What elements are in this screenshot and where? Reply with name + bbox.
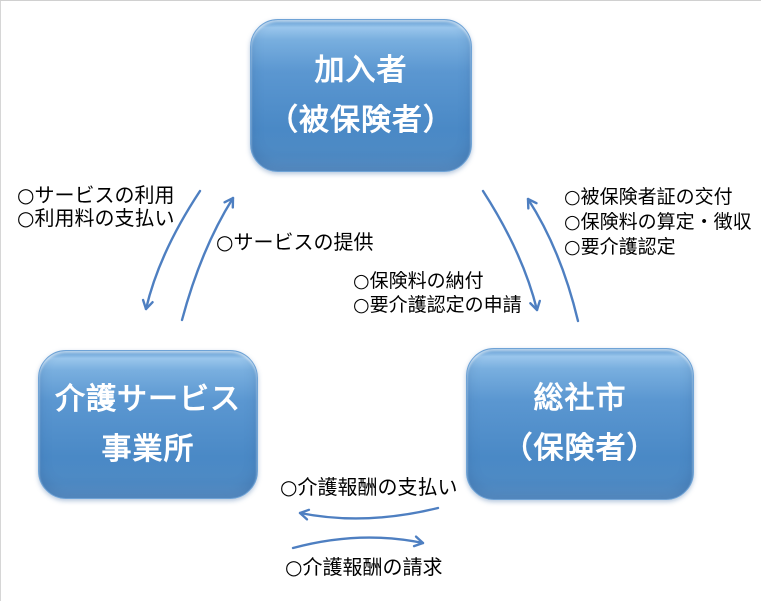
node-member-line1: 加入者: [314, 52, 408, 88]
label-city-to-member-line3: ○要介護認定: [564, 236, 676, 258]
arrow-city-to-provider: [298, 506, 440, 521]
label-city-to-member-line2: ○保険料の算定・徴収: [564, 211, 752, 233]
label-member-to-city-line1: ○保険料の納付: [353, 270, 484, 292]
label-member-to-city-line2: ○要介護認定の申請: [353, 294, 522, 316]
node-member-line2: （被保険者）: [268, 102, 454, 138]
arrow-provider-to-member: [180, 196, 235, 322]
label-service-provide-line1: ○サービスの提供: [216, 230, 374, 254]
label-fee-claim-line1: ○介護報酬の請求: [285, 555, 443, 579]
label-fee-payment-line1: ○介護報酬の支払い: [280, 475, 458, 499]
node-provider-line2: 事業所: [101, 431, 195, 467]
label-fee-payment: ○介護報酬の支払い: [280, 476, 457, 499]
arrow-provider-to-city: [291, 535, 425, 550]
node-city-line2: （保険者）: [502, 431, 658, 466]
label-member-to-city: ○保険料の納付 ○要介護認定の申請: [353, 269, 522, 317]
node-provider-line1: 介護サービス: [55, 381, 241, 417]
label-fee-claim: ○介護報酬の請求: [285, 556, 442, 579]
node-city-line1: 総社市: [533, 381, 627, 416]
node-soja-city: 総社市 （保険者）: [466, 348, 694, 500]
node-member: 加入者 （被保険者）: [250, 19, 472, 172]
label-service-use-line1: ○サービスの利用: [17, 183, 175, 207]
label-service-use-line2: ○利用料の支払い: [17, 206, 175, 230]
label-city-to-member-line1: ○被保険者証の交付: [564, 186, 733, 208]
node-care-service-provider: 介護サービス 事業所: [38, 350, 258, 499]
label-service-use: ○サービスの利用 ○利用料の支払い: [17, 184, 174, 230]
label-service-provide: ○サービスの提供: [216, 231, 373, 254]
label-city-to-member: ○被保険者証の交付 ○保険料の算定・徴収 ○要介護認定: [564, 185, 752, 260]
